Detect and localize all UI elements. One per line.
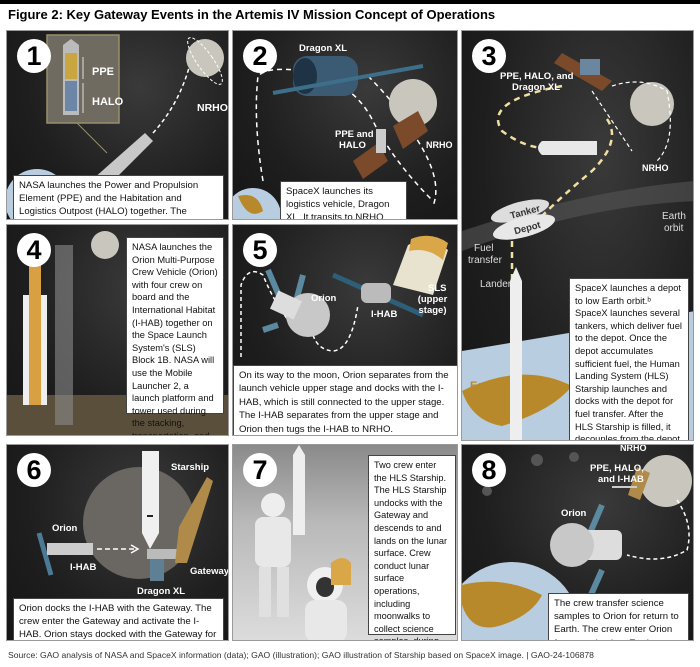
orion-label: Orion (52, 523, 78, 534)
ppe-halo-label-line1: PPE and (335, 129, 374, 140)
fuel-transfer-label-line2: transfer (468, 255, 502, 266)
panel-2: 2 Dragon XL PPE and HALO NRHO SpaceX lau… (232, 30, 458, 220)
nrho-label: NRHO (642, 163, 669, 173)
caption-7: Two crew enter the HLS Starship. The HLS… (368, 455, 456, 640)
nrho-label: NRHO (197, 102, 228, 114)
step-number-2: 2 (243, 39, 277, 73)
caption-5: On its way to the moon, Orion separates … (233, 365, 457, 435)
step-number-3: 3 (472, 39, 506, 73)
dragon-xl-label: Dragon XL (137, 586, 186, 597)
panel-3: 3 PPE, HALO, and Dragon XL NRHO Tanker D… (461, 30, 694, 441)
caption-3: SpaceX launches a depot to low Earth orb… (569, 278, 689, 440)
sls-label-line2: (upper stage) (417, 294, 448, 316)
panel-6: 6 Starship Orion I-HAB Gateway Dragon XL… (6, 444, 229, 641)
gateway-label: Gateway (190, 566, 229, 577)
orion-label: Orion (311, 293, 337, 304)
caption-6: Orion docks the I-HAB with the Gateway. … (13, 598, 224, 640)
gateway-label-line1: PPE, HALO, (590, 463, 644, 474)
source-note: Source: GAO analysis of NASA and SpaceX … (8, 650, 594, 660)
ppe-halo-label-line2: HALO (339, 140, 366, 151)
earth-label: Earth (470, 380, 499, 392)
halo-label: HALO (92, 96, 124, 108)
panel-7: 7 Two crew enter the HLS Starship. The H… (232, 444, 458, 641)
top-rule (0, 0, 700, 4)
ppe-label: PPE (92, 66, 115, 78)
panel-2-illustration (233, 56, 437, 219)
caption-8: The crew transfer science samples to Ori… (548, 593, 689, 640)
sls-label-line1: SLS (428, 283, 447, 294)
ihab-label: I-HAB (371, 309, 398, 320)
panel-7-illustration (255, 445, 351, 640)
lander-label: Lander (480, 279, 512, 290)
gateway-label-line1: PPE, HALO, and (500, 71, 574, 82)
step-number-7: 7 (243, 453, 277, 487)
earth-orbit-label-line2: orbit (664, 223, 684, 234)
earth-orbit-label-line1: Earth (662, 211, 686, 222)
gateway-label-line2: Dragon XL (512, 82, 561, 93)
fuel-transfer-label-line1: Fuel (474, 243, 494, 254)
gateway-label-line2: and I-HAB (598, 474, 644, 485)
panel-4: 4 NASA launches the Orion Multi-Purpose … (6, 224, 229, 436)
step-number-5: 5 (243, 233, 277, 267)
panel-8-illustration (462, 452, 692, 640)
starship-label: Starship (171, 462, 210, 473)
dragon-xl-label: Dragon XL (299, 43, 348, 54)
caption-4: NASA launches the Orion Multi-Purpose Cr… (126, 237, 224, 435)
panel-1: 1 PPE HALO NRHO NASA launches the Power … (6, 30, 229, 220)
step-number-1: 1 (17, 39, 51, 73)
panel-5: 5 Orion I-HAB SLS (upper stage) On its w… (232, 224, 458, 436)
step-number-6: 6 (17, 453, 51, 487)
nrho-label: NRHO (620, 444, 647, 453)
panel-6-illustration (36, 451, 213, 581)
figure-title: Figure 2: Key Gateway Events in the Arte… (8, 7, 496, 22)
step-number-8: 8 (472, 453, 506, 487)
panel-8: 8 NRHO PPE, HALO, and I-HAB Orion The cr… (461, 444, 694, 641)
ihab-label: I-HAB (70, 562, 97, 573)
caption-1: NASA launches the Power and Propulsion E… (13, 175, 224, 219)
step-number-4: 4 (17, 233, 51, 267)
orion-label: Orion (561, 508, 587, 519)
nrho-label: NRHO (426, 140, 453, 150)
caption-2: SpaceX launches its logistics vehicle, D… (280, 181, 407, 219)
